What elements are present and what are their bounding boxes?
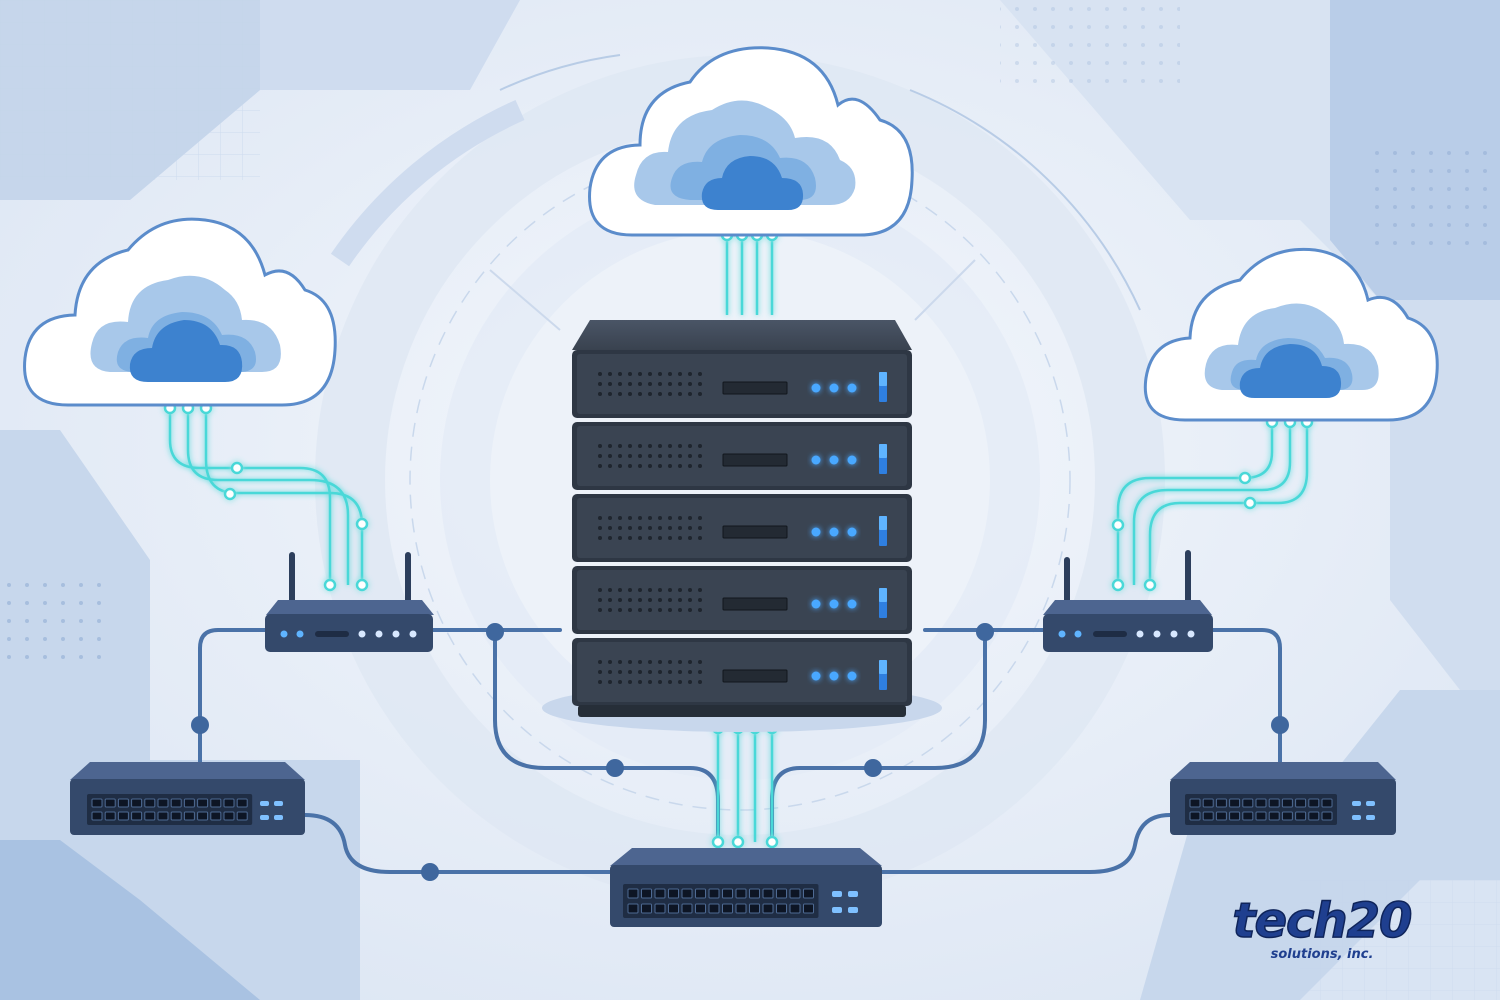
cable-junction: [486, 623, 504, 641]
cable-junction: [864, 759, 882, 777]
cloud-icon: [23, 217, 337, 407]
server-unit: [572, 350, 912, 418]
server-unit: [572, 638, 912, 706]
fiber-links: [168, 235, 1309, 842]
server-unit: [572, 422, 912, 490]
cable-junction: [421, 863, 439, 881]
cable-junctions: [191, 623, 1289, 881]
logo-wordmark: tech20: [1233, 893, 1412, 949]
network-switch-icon: [610, 848, 882, 927]
cable-junction: [606, 759, 624, 777]
network-switch-icon: [1170, 762, 1396, 835]
company-logo: tech20 solutions, inc.: [1232, 892, 1413, 962]
server-unit: [572, 494, 912, 562]
cable-junction: [1271, 716, 1289, 734]
cable-junction: [191, 716, 209, 734]
cloud-icon: [1143, 247, 1439, 422]
cable-junction: [976, 623, 994, 641]
router-icon: [265, 552, 434, 652]
cloud-icon: [588, 46, 914, 237]
network-switch-icon: [70, 762, 305, 835]
server-unit: [572, 566, 912, 634]
logo-tagline: solutions, inc.: [1271, 947, 1374, 962]
router-icon: [1043, 550, 1213, 652]
server-rack-icon: [542, 320, 942, 732]
